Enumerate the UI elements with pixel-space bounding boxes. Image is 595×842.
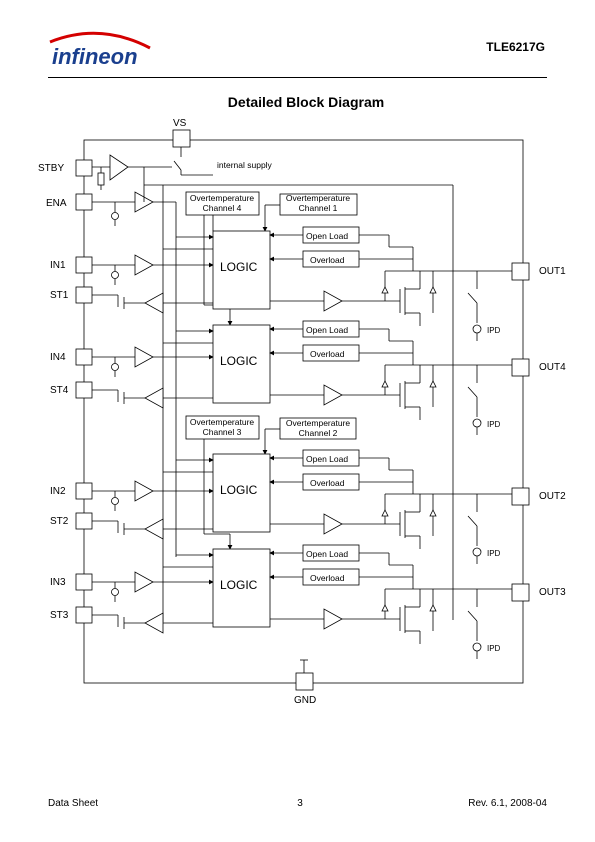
overload-label: Overload (310, 573, 345, 583)
pin-st4-label: ST4 (50, 385, 69, 396)
open-load-label: Open Load (306, 549, 348, 559)
overload-label: Overload (310, 478, 345, 488)
ot-ch1-line1: Overtemperature (286, 193, 351, 203)
pin-out3-box (511, 583, 530, 602)
ipd-label: IPD (487, 644, 501, 653)
pin-gnd-box (295, 672, 314, 691)
overload-label: Overload (310, 349, 345, 359)
open-load-label: Open Load (306, 231, 348, 241)
logic-block (212, 230, 271, 310)
pin-st1-box (75, 286, 93, 304)
ot-ch3-line1: Overtemperature (190, 417, 255, 427)
pin-out1-box (511, 262, 530, 281)
ipd-label: IPD (487, 549, 501, 558)
footer-page-number: 3 (297, 798, 303, 809)
pin-ena-box (75, 193, 93, 211)
pin-out4-box (511, 358, 530, 377)
ipd-label: IPD (487, 420, 501, 429)
overload-label: Overload (310, 255, 345, 265)
pin-st4-box (75, 381, 93, 399)
logic-block (212, 324, 271, 404)
chip-boundary (83, 139, 524, 684)
pin-in2-box (75, 482, 93, 500)
pin-in1-box (75, 256, 93, 274)
ot-ch2-line1: Overtemperature (286, 418, 351, 428)
logo-text: infineon (52, 44, 138, 69)
footer-right: Rev. 6.1, 2008-04 (468, 798, 547, 809)
pin-out3-label: OUT3 (539, 587, 566, 598)
footer-left: Data Sheet (48, 798, 99, 809)
pin-st2-label: ST2 (50, 516, 69, 527)
logic-label: LOGIC (220, 483, 258, 497)
pin-in1-label: IN1 (50, 260, 66, 271)
ot-ch1-line2: Channel 1 (299, 203, 338, 213)
pin-in4-label: IN4 (50, 352, 66, 363)
ot-ch3-line2: Channel 3 (203, 427, 242, 437)
header-rule (48, 77, 547, 78)
ot-ch4-line2: Channel 4 (203, 203, 242, 213)
pin-in4-box (75, 348, 93, 366)
open-load-label: Open Load (306, 454, 348, 464)
logic-block (212, 453, 271, 533)
pin-out2-label: OUT2 (539, 491, 566, 502)
internal-supply-label: internal supply (217, 160, 273, 170)
pin-vs-label: VS (173, 118, 187, 129)
infineon-logo: infineon (40, 30, 160, 80)
open-load-label: Open Load (306, 325, 348, 335)
logic-label: LOGIC (220, 260, 258, 274)
logic-label: LOGIC (220, 578, 258, 592)
ot-ch2-line2: Channel 2 (299, 428, 338, 438)
part-number: TLE6217G (486, 40, 545, 54)
pin-gnd-label: GND (294, 695, 316, 706)
pin-in3-label: IN3 (50, 577, 66, 588)
pin-stby-label: STBY (38, 163, 64, 174)
pin-stby-box (75, 159, 93, 177)
logic-block (212, 548, 271, 628)
pin-st2-box (75, 512, 93, 530)
pin-out1-label: OUT1 (539, 266, 566, 277)
pin-ena-label: ENA (46, 198, 67, 209)
pin-out4-label: OUT4 (539, 362, 566, 373)
ot-ch4-line1: Overtemperature (190, 193, 255, 203)
pin-st3-box (75, 606, 93, 624)
pin-in2-label: IN2 (50, 486, 66, 497)
pin-st1-label: ST1 (50, 290, 69, 301)
pin-in3-box (75, 573, 93, 591)
pin-st3-label: ST3 (50, 610, 69, 621)
page-title: Detailed Block Diagram (227, 94, 385, 110)
logic-label: LOGIC (220, 354, 258, 368)
pin-vs-box (172, 129, 191, 148)
ipd-label: IPD (487, 326, 501, 335)
pin-out2-box (511, 487, 530, 506)
